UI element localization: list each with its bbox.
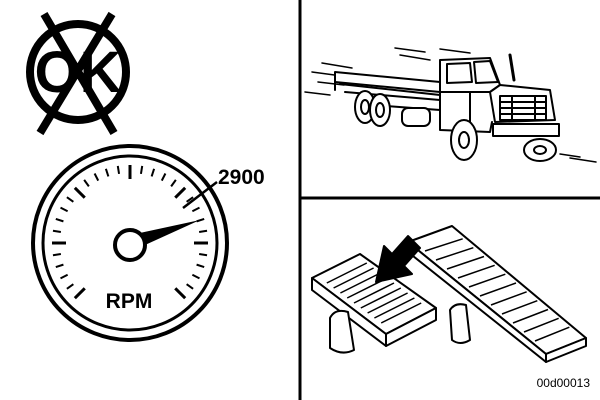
truck-windshield (474, 61, 498, 83)
tachometer-tick (199, 231, 207, 232)
figure-code-label: 00d00013 (537, 376, 591, 390)
accelerator-pedal (408, 226, 586, 362)
tachometer-tick (141, 166, 142, 174)
truck-bumper (493, 124, 559, 136)
truck-side-window (447, 63, 472, 83)
tachometer-icon: RPM (33, 146, 227, 340)
brake-pedal (312, 254, 436, 353)
arrow-pointing-brake-pedal-icon (376, 236, 420, 282)
crossed-out-ok-icon: OK (30, 14, 126, 133)
truck-driving-icon (305, 48, 596, 162)
truck-fuel-tank (402, 108, 430, 126)
truck-rear-wheel-b (370, 94, 390, 126)
truck-front-wheel-right (524, 139, 556, 161)
tachometer-reading-label: 2900 (218, 166, 265, 189)
tachometer-tick (53, 254, 61, 255)
tachometer-tick (199, 254, 207, 255)
tachometer-unit-label: RPM (106, 290, 153, 313)
brake-and-accelerator-pedals-icon (312, 226, 586, 362)
tachometer-tick (118, 166, 119, 174)
tachometer-tick (53, 231, 61, 232)
tachometer-hub (115, 230, 145, 260)
truck-front-wheel (451, 120, 477, 160)
